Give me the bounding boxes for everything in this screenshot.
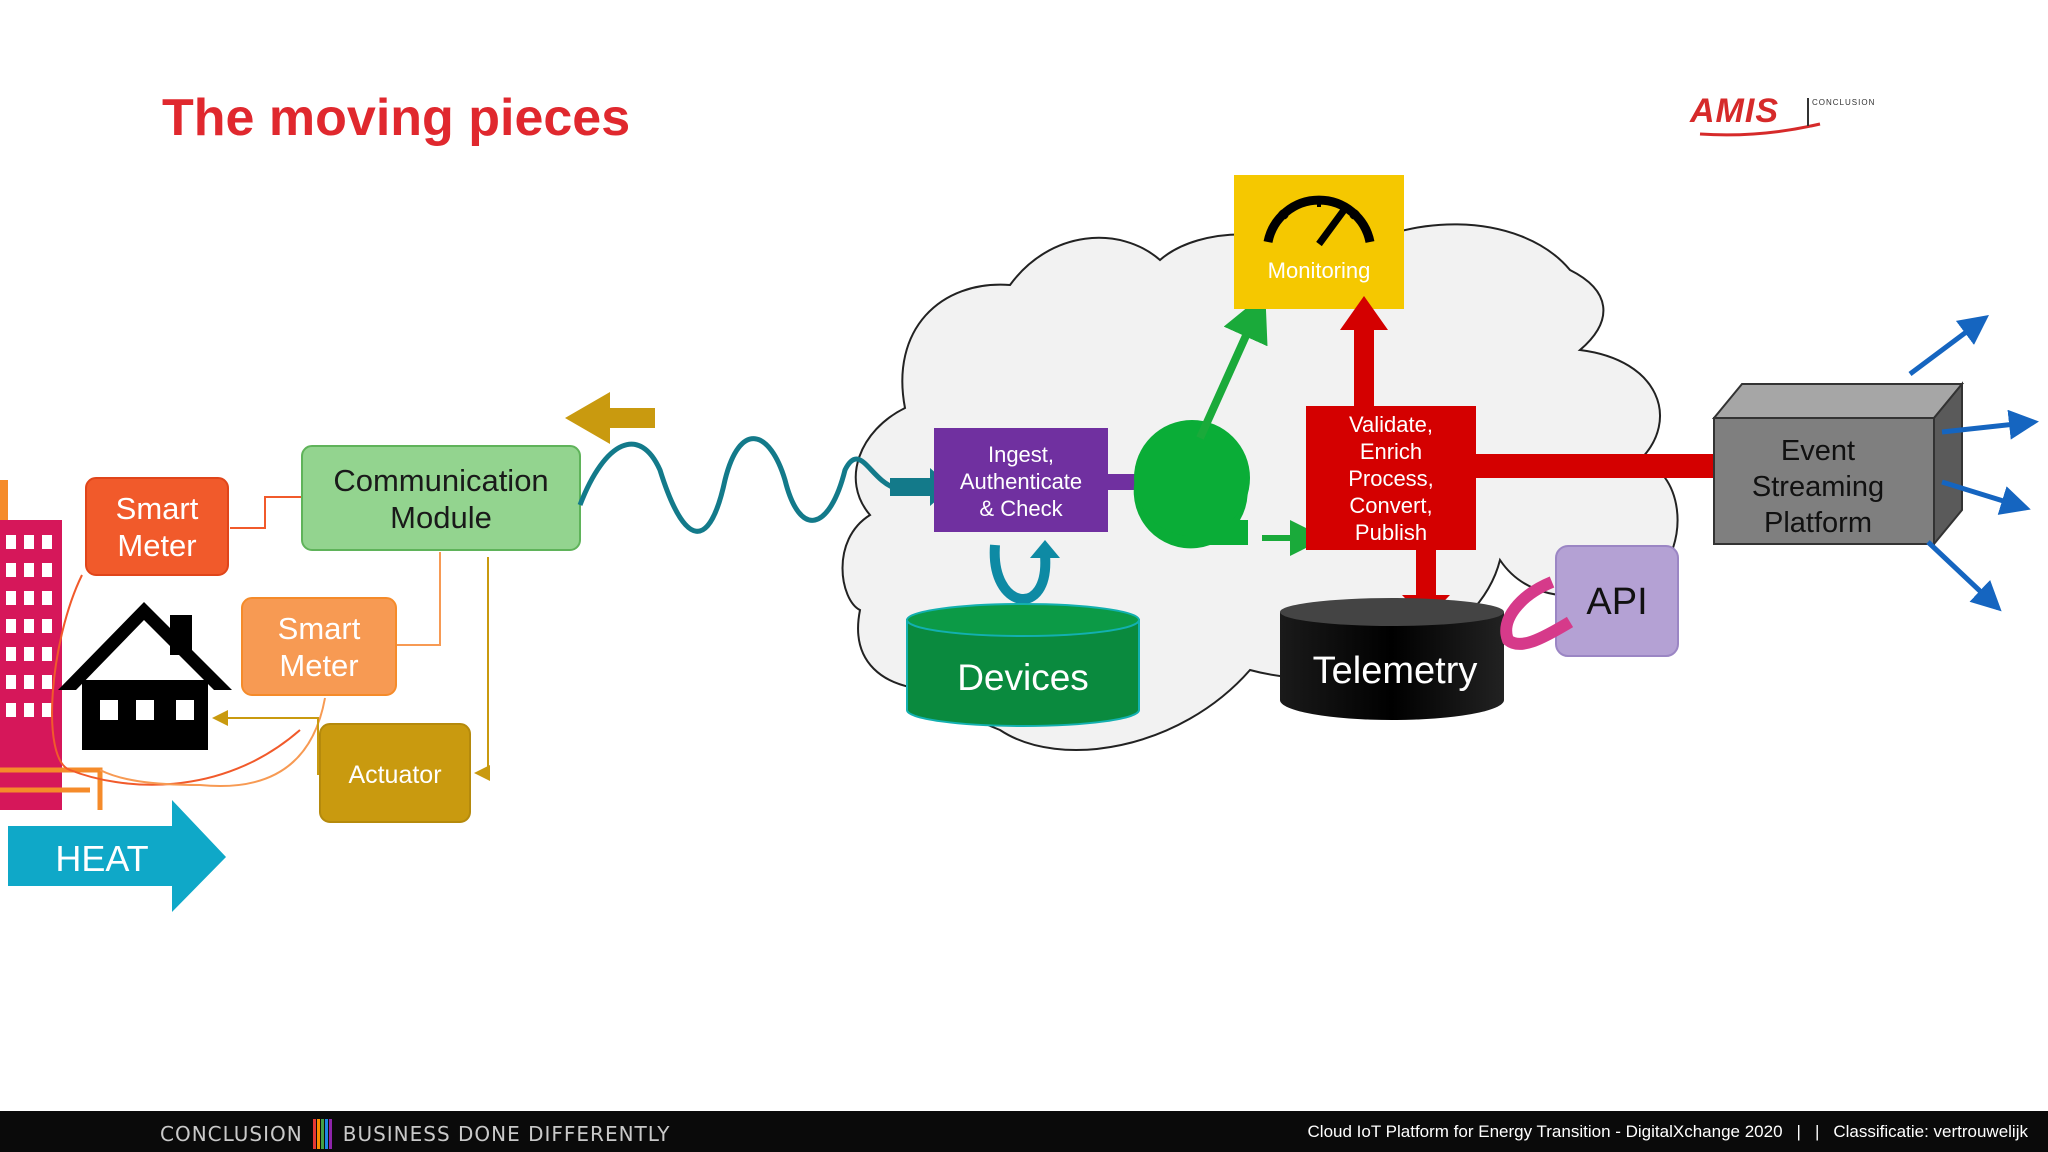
stream-processor-icon (1133, 420, 1250, 549)
building-icon (0, 480, 103, 810)
logo-swoosh-icon (1699, 98, 1821, 137)
communication-module[interactable]: Communication Module (301, 445, 581, 551)
api-label: API (1586, 581, 1647, 623)
footer-stripe (324, 1119, 328, 1149)
logo-text: AMIS (1690, 92, 1779, 130)
smart-meter-1-label-line1: Smart (116, 491, 199, 526)
event-outbound-arrows (1908, 315, 2039, 612)
actuator-label: Actuator (348, 761, 441, 789)
telemetry-database[interactable]: Telemetry (1280, 598, 1504, 720)
device-connectors (51, 496, 490, 788)
actuator[interactable]: Actuator (319, 723, 471, 823)
footer-stripe (312, 1119, 316, 1149)
footer-bar: CONCLUSION BUSINESS DONE DIFFERENTLY Clo… (0, 1111, 2048, 1152)
outbound-arrow-icon (565, 392, 655, 444)
footer-stripes-icon (312, 1119, 333, 1149)
processor-to-monitoring-arrow (1196, 292, 1268, 440)
smart-meter-1[interactable]: Smart Meter (85, 477, 229, 576)
validate-enrich-process[interactable]: Validate, Enrich Process, Convert, Publi… (1306, 406, 1476, 550)
validate-label-line5: Publish (1355, 520, 1427, 545)
event-streaming-label-line3: Platform (1764, 507, 1872, 539)
smart-meter-1-label-line2: Meter (117, 528, 196, 563)
logo-subtext: CONCLUSION (1812, 98, 1876, 107)
smart-meter-2-label-line1: Smart (278, 611, 361, 646)
validate-label-line1: Validate, (1349, 412, 1433, 437)
validate-to-monitoring-arrow-icon (1340, 296, 1388, 408)
architecture-diagram: Smart Meter Smart Meter Communication Mo… (0, 175, 2039, 912)
validate-label-line4: Convert, (1349, 493, 1432, 518)
ingest-label-line3: & Check (979, 496, 1063, 521)
monitoring-label: Monitoring (1268, 258, 1371, 283)
footer-stripe (328, 1119, 332, 1149)
monitoring[interactable]: Monitoring (1234, 175, 1404, 309)
footer-brand: CONCLUSION BUSINESS DONE DIFFERENTLY (160, 1119, 670, 1149)
footer-stripe (320, 1119, 324, 1149)
smart-meter-2[interactable]: Smart Meter (241, 597, 397, 696)
event-streaming-label-line2: Streaming (1752, 471, 1884, 503)
smart-meter-2-label-line2: Meter (279, 648, 358, 683)
ingest-authenticate-check[interactable]: Ingest, Authenticate & Check (934, 428, 1108, 532)
telemetry-label: Telemetry (1313, 650, 1478, 692)
validate-label-line3: Process, (1348, 466, 1434, 491)
event-streaming-label-line1: Event (1781, 435, 1855, 467)
api[interactable]: API (1555, 545, 1679, 657)
validate-to-event-streaming-arrow-icon (1476, 440, 1748, 492)
telemetry-api-connector-icon (1500, 576, 1574, 650)
communication-module-label-line2: Module (390, 500, 492, 535)
ingest-label-line2: Authenticate (960, 469, 1082, 494)
heat-label: HEAT (55, 838, 148, 879)
footer-classification: Classificatie: vertrouwelijk (1833, 1122, 2028, 1141)
wireless-signal-wave (577, 436, 896, 534)
footer-info: Cloud IoT Platform for Energy Transition… (1308, 1122, 2028, 1142)
heat-arrow: HEAT (8, 800, 226, 912)
footer-divider-2: | (1814, 1122, 1820, 1141)
communication-module-label-line1: Communication (333, 463, 548, 498)
validate-label-line2: Enrich (1360, 439, 1422, 464)
footer-event: Cloud IoT Platform for Energy Transition… (1307, 1122, 1783, 1141)
footer-brand-name: CONCLUSION (160, 1122, 303, 1146)
slide-title: The moving pieces (162, 89, 631, 147)
footer-divider: | (1796, 1122, 1801, 1141)
footer-tagline: BUSINESS DONE DIFFERENTLY (342, 1122, 671, 1146)
house-icon (58, 602, 232, 750)
ingest-label-line1: Ingest, (988, 442, 1054, 467)
speedometer-icon (1263, 195, 1375, 247)
footer-stripe (316, 1119, 320, 1149)
amis-logo: AMIS CONCLUSION (1690, 92, 1890, 144)
devices-label: Devices (957, 657, 1089, 698)
event-streaming-platform[interactable]: Event Streaming Platform (1711, 381, 1965, 547)
device-lookup-arrow-icon (989, 540, 1060, 604)
devices-database[interactable]: Devices (906, 603, 1140, 727)
